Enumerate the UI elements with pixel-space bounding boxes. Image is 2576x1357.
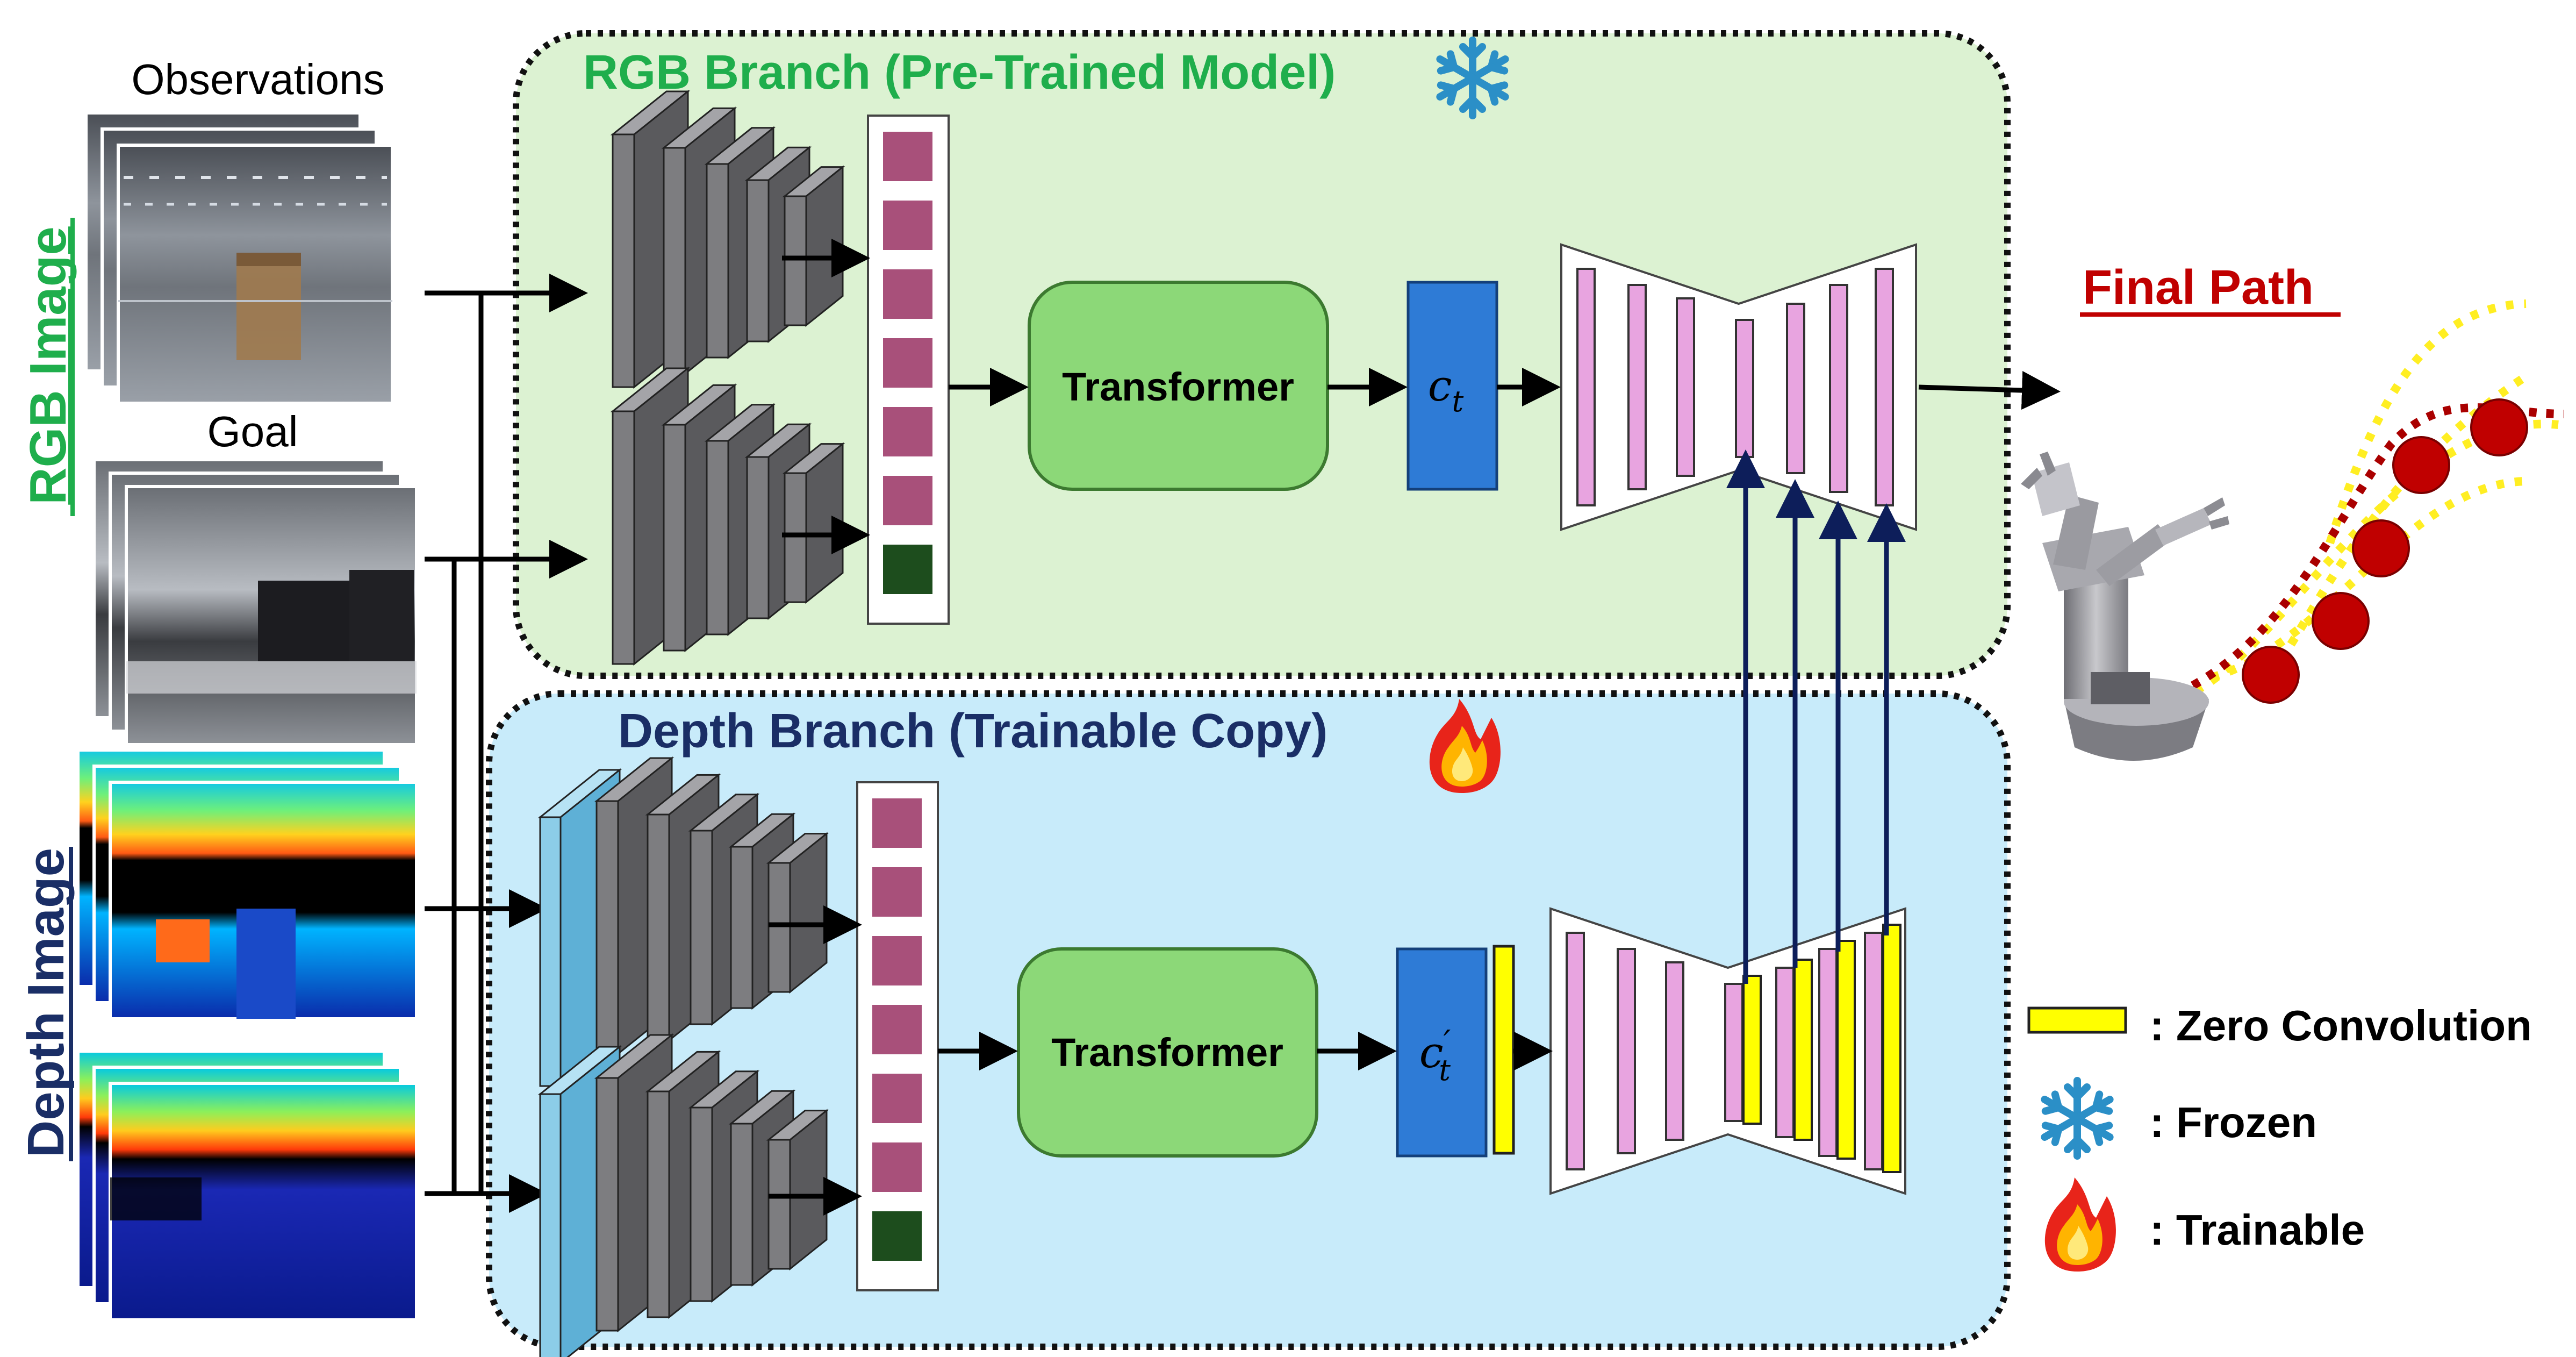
depth-unet-zero-conv-5 xyxy=(1836,940,1856,1160)
legend: : Zero Convolution : Frozen : Trainable xyxy=(2027,1002,2532,1272)
depth-unet-bar-6 xyxy=(1864,932,1883,1170)
rgb-encoder-obs-layer-2 xyxy=(706,163,729,359)
depth-transformer-label: Transformer xyxy=(1051,1030,1283,1075)
depth-encoder-goal-layer-4 xyxy=(767,1139,791,1270)
depth-tokens-token-0 xyxy=(872,798,922,848)
rgb-encoder-obs-layer-1 xyxy=(663,147,686,375)
depth-observation-images xyxy=(76,748,418,1020)
rgb-tokens-token-1 xyxy=(883,201,932,250)
rgb-encoder-goal-layer-2 xyxy=(706,440,729,635)
rgb-tokens-token-5 xyxy=(883,476,932,525)
rgb-tokens-token-6 xyxy=(883,545,932,594)
rgb-encoder-obs-layer-3 xyxy=(746,179,770,342)
depth-image-label: Depth Image xyxy=(17,848,75,1158)
depth-unet-bar-3 xyxy=(1724,983,1743,1122)
depth-encoder-goal-layer-3 xyxy=(730,1123,754,1286)
legend-frozen-label: : Frozen xyxy=(2150,1098,2317,1146)
rgb-transformer-label: Transformer xyxy=(1062,365,1294,409)
rgb-unet-bar-5 xyxy=(1829,284,1848,493)
svg-text:c′t: c′t xyxy=(1419,1024,1451,1087)
depth-branch-title: Depth Branch (Trainable Copy) xyxy=(618,704,1328,758)
depth-encoder-goal-layer-1 xyxy=(647,1090,670,1318)
rgb-encoder-goal-layer-1 xyxy=(663,424,686,652)
rgb-observation-images xyxy=(84,111,394,405)
depth-tokens-token-5 xyxy=(872,1142,922,1192)
rgb-encoder-goal-layer-3 xyxy=(746,456,770,619)
depth-ct-box: c′t xyxy=(1396,945,1515,1158)
rgb-tokens-token-0 xyxy=(883,132,932,181)
rgb-encoder-obs-layer-0 xyxy=(612,133,635,388)
ctp-prime: ′ xyxy=(1444,1024,1451,1061)
network-layers xyxy=(537,89,1917,1357)
rgb-tokens-token-4 xyxy=(883,407,932,456)
snowflake-icon xyxy=(1435,37,1510,116)
legend-trainable-label: : Trainable xyxy=(2150,1206,2365,1254)
depth-tokens-token-2 xyxy=(872,936,922,985)
depth-encoder-obs-layer-1 xyxy=(647,813,670,1041)
flame-icon xyxy=(1429,699,1501,793)
legend-zero-conv-label: : Zero Convolution xyxy=(2150,1002,2532,1049)
depth-encoder-obs-blue-layer xyxy=(539,816,562,1087)
ct-sub: t xyxy=(1452,384,1464,418)
rgb-unet-bar-6 xyxy=(1875,268,1894,506)
rgb-unet-bar-2 xyxy=(1676,297,1695,477)
rgb-ct-box: ct xyxy=(1407,281,1498,491)
rgb-transformer: Transformer xyxy=(1028,281,1329,491)
depth-unet-bar-1 xyxy=(1617,948,1636,1154)
ct-base: c xyxy=(1428,361,1452,411)
legend-flame-icon xyxy=(2044,1177,2116,1272)
depth-unet-zero-conv-3 xyxy=(1742,975,1762,1125)
depth-encoder-obs-layer-2 xyxy=(690,830,713,1025)
robot-arm-icon xyxy=(2021,452,2229,761)
depth-unet-bar-4 xyxy=(1775,967,1795,1138)
depth-tokens-token-4 xyxy=(872,1074,922,1123)
depth-encoder-obs-layer-3 xyxy=(730,846,754,1009)
rgb-image-label: RGB Image xyxy=(19,226,77,504)
depth-tokens-token-1 xyxy=(872,867,922,917)
depth-encoder-obs-layer-4 xyxy=(767,862,791,993)
depth-unet-bar-2 xyxy=(1665,961,1684,1141)
depth-encoder-goal-blue-layer xyxy=(539,1093,562,1357)
rgb-goal-images xyxy=(92,458,418,746)
depth-transformer: Transformer xyxy=(1017,947,1318,1158)
depth-ct-zero-conv xyxy=(1492,945,1515,1155)
depth-encoder-goal-layer-0 xyxy=(595,1077,619,1332)
rgb-encoder-goal-layer-4 xyxy=(784,472,807,603)
ctp-base: c xyxy=(1419,1027,1444,1077)
depth-unet-zero-conv-4 xyxy=(1793,959,1813,1141)
svg-text:ct: ct xyxy=(1428,361,1464,418)
final-path-trajectory xyxy=(2191,299,2564,704)
observations-label: Observations xyxy=(131,55,384,103)
input-arrows xyxy=(425,274,588,1213)
rgb-tokens-token-3 xyxy=(883,338,932,388)
rgb-unet-bar-4 xyxy=(1786,303,1805,474)
rgb-tokens-token-2 xyxy=(883,269,932,319)
depth-unet-bar-0 xyxy=(1566,932,1585,1170)
rgb-branch-title: RGB Branch (Pre-Trained Model) xyxy=(583,46,1336,99)
rgb-unet-bar-0 xyxy=(1576,268,1596,506)
ctp-sub: t xyxy=(1439,1053,1451,1087)
rgb-unet-bar-1 xyxy=(1627,284,1647,490)
depth-goal-images xyxy=(76,1049,418,1322)
goal-label: Goal xyxy=(207,408,298,455)
flow-arrows xyxy=(769,239,2061,1216)
depth-encoder-goal-layer-2 xyxy=(690,1106,713,1302)
depth-unet-zero-conv-6 xyxy=(1882,924,1901,1173)
rgb-encoder-obs-layer-4 xyxy=(784,195,807,326)
legend-snowflake-icon xyxy=(2040,1081,2114,1156)
rgb-encoder-goal-layer-0 xyxy=(612,410,635,665)
legend-zero-conv-swatch xyxy=(2027,1006,2127,1034)
depth-encoder-obs-layer-0 xyxy=(595,800,619,1055)
depth-unet-bar-5 xyxy=(1818,948,1838,1157)
depth-tokens-token-6 xyxy=(872,1211,922,1261)
depth-tokens-token-3 xyxy=(872,1005,922,1054)
final-path-label: Final Path xyxy=(2083,261,2314,315)
rgb-unet-bar-3 xyxy=(1735,319,1754,458)
